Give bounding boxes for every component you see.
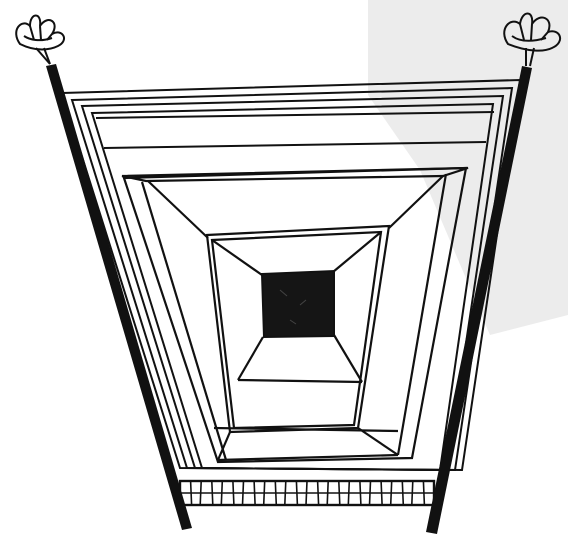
base-grid-divider [285, 481, 286, 505]
base-grid-divider [233, 481, 234, 505]
base-grid-divider [327, 481, 328, 505]
base-grid-divider [221, 481, 222, 505]
inner-diagonal-tr [333, 232, 381, 272]
dark-center-square [262, 271, 334, 337]
left-pole-shaft [46, 64, 192, 530]
base-grid-divider [306, 481, 307, 505]
inner-step-1 [238, 380, 362, 382]
base-grid-divider [423, 481, 424, 505]
base-grid-divider [254, 481, 255, 505]
inner-diagonal-tl [212, 240, 262, 275]
base-grid-divider [402, 481, 403, 505]
base-grid-divider [296, 481, 297, 505]
base-grid-divider [348, 481, 349, 505]
left-lotus-finial-icon [16, 16, 64, 65]
base-grid [180, 481, 434, 505]
base-grid-divider [412, 481, 413, 505]
base-grid-divider [339, 481, 340, 505]
inner-diagonal-bl [238, 337, 263, 380]
base-grid-divider [318, 481, 319, 505]
diagonal-bottom-right [358, 428, 398, 455]
base-grid-divider [200, 481, 201, 505]
base-grid-divider [191, 481, 192, 505]
base-grid-divider [243, 481, 244, 505]
base-grid-divider [264, 481, 265, 505]
base-grid-divider [212, 481, 213, 505]
base-grid-divider [391, 481, 392, 505]
base-grid-divider [370, 481, 371, 505]
inner-diagonal-br [334, 335, 362, 382]
base-grid-divider [381, 481, 382, 505]
base-grid-divider [275, 481, 276, 505]
base-grid-divider [360, 481, 361, 505]
